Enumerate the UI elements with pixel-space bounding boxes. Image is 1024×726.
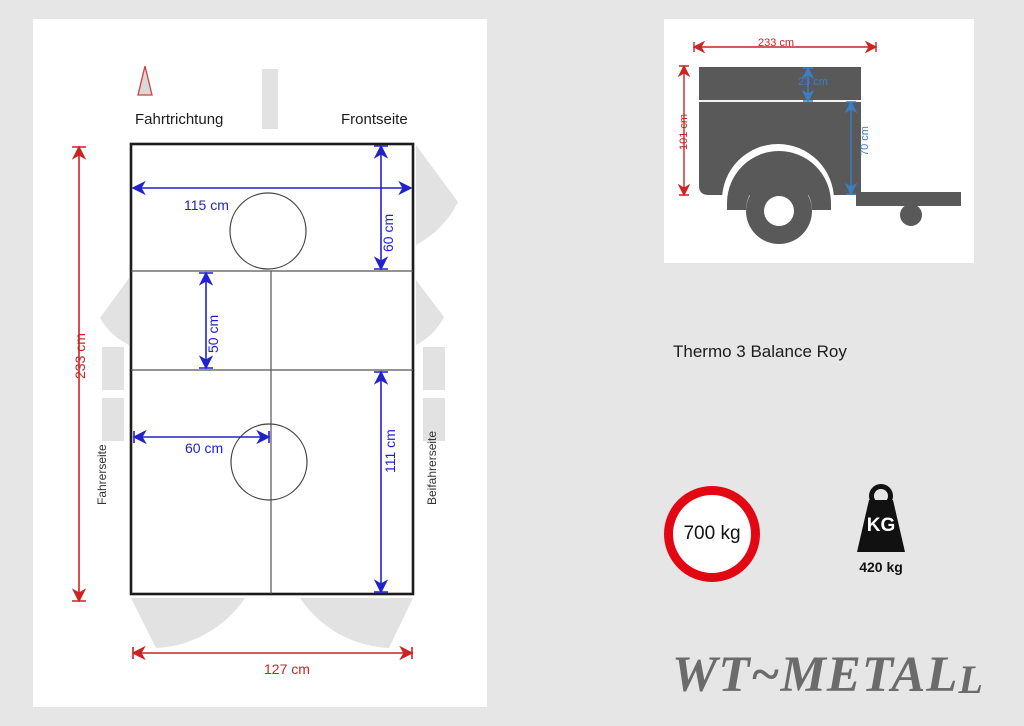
payload-value: 420 kg [859,559,903,575]
product-title: Thermo 3 Balance Roy [673,342,847,361]
plan-view-card [33,19,487,707]
dimension-label-total-width: 127 cm [264,661,310,677]
kg-icon-text: KG [866,515,896,536]
dimension-label-width-inner: 115 cm [184,197,229,213]
dimension-label-rear-offset: 111 cm [382,429,398,473]
brand-logo-tail: L [958,657,984,702]
dimension-label-body-height: 70 cm [859,126,871,156]
gross-weight-badge: 700 kg [664,486,760,582]
payload-badge: 420 kg [845,484,917,575]
dimension-label-lid-height: 23 cm [798,76,828,88]
dimension-label-mid-section: 50 cm [205,314,221,353]
label-front-side: Frontseite [341,111,408,128]
label-direction-of-travel: Fahrtrichtung [135,111,224,128]
side-view-card [664,19,974,263]
gross-weight-value: 700 kg [683,523,741,544]
dimension-label-total-length: 233 cm [72,333,88,379]
brand-logo-main: WT~METAL [672,647,959,703]
dimension-label-center-offset: 60 cm [185,440,224,456]
brand-logo: WT~METALL [672,646,984,704]
dimension-label-overall-length: 233 cm [758,37,795,49]
dimension-label-front-offset: 60 cm [380,213,396,252]
dimension-label-overall-height: 101 cm [678,113,690,150]
label-passenger-side: Beifahrerseite [425,430,439,505]
label-driver-side: Fahrerseite [95,444,109,505]
